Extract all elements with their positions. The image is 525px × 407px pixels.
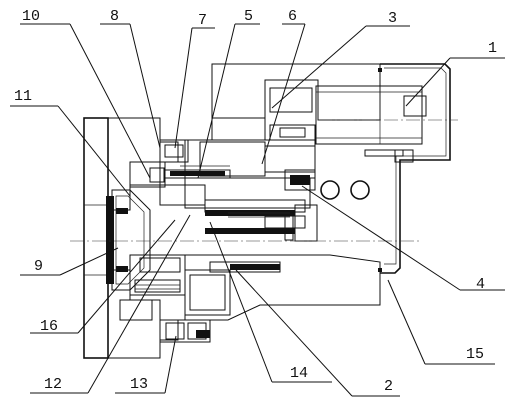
label-3: 3 [388,10,397,27]
label-16: 16 [40,318,58,335]
part-labels: 10 8 7 5 6 3 1 11 9 4 16 15 14 12 13 2 [14,8,497,395]
label-10: 10 [22,8,40,25]
label-8: 8 [110,8,119,25]
label-5: 5 [244,8,253,25]
label-2: 2 [384,378,393,395]
label-7: 7 [198,12,207,29]
label-4: 4 [476,276,485,293]
upper-bearing-region [129,124,316,191]
label-13: 13 [130,376,148,393]
motor-housing [315,63,451,274]
leader-lines [10,23,505,397]
label-12: 12 [44,376,62,393]
label-1: 1 [488,40,497,57]
label-14: 14 [290,365,308,382]
front-body-part [107,117,179,359]
label-15: 15 [466,346,484,363]
label-11: 11 [14,88,32,105]
lower-bearing-region [129,254,281,343]
label-6: 6 [288,8,297,25]
screws [135,165,290,290]
tapered-hub [106,189,151,291]
label-9: 9 [34,258,43,275]
